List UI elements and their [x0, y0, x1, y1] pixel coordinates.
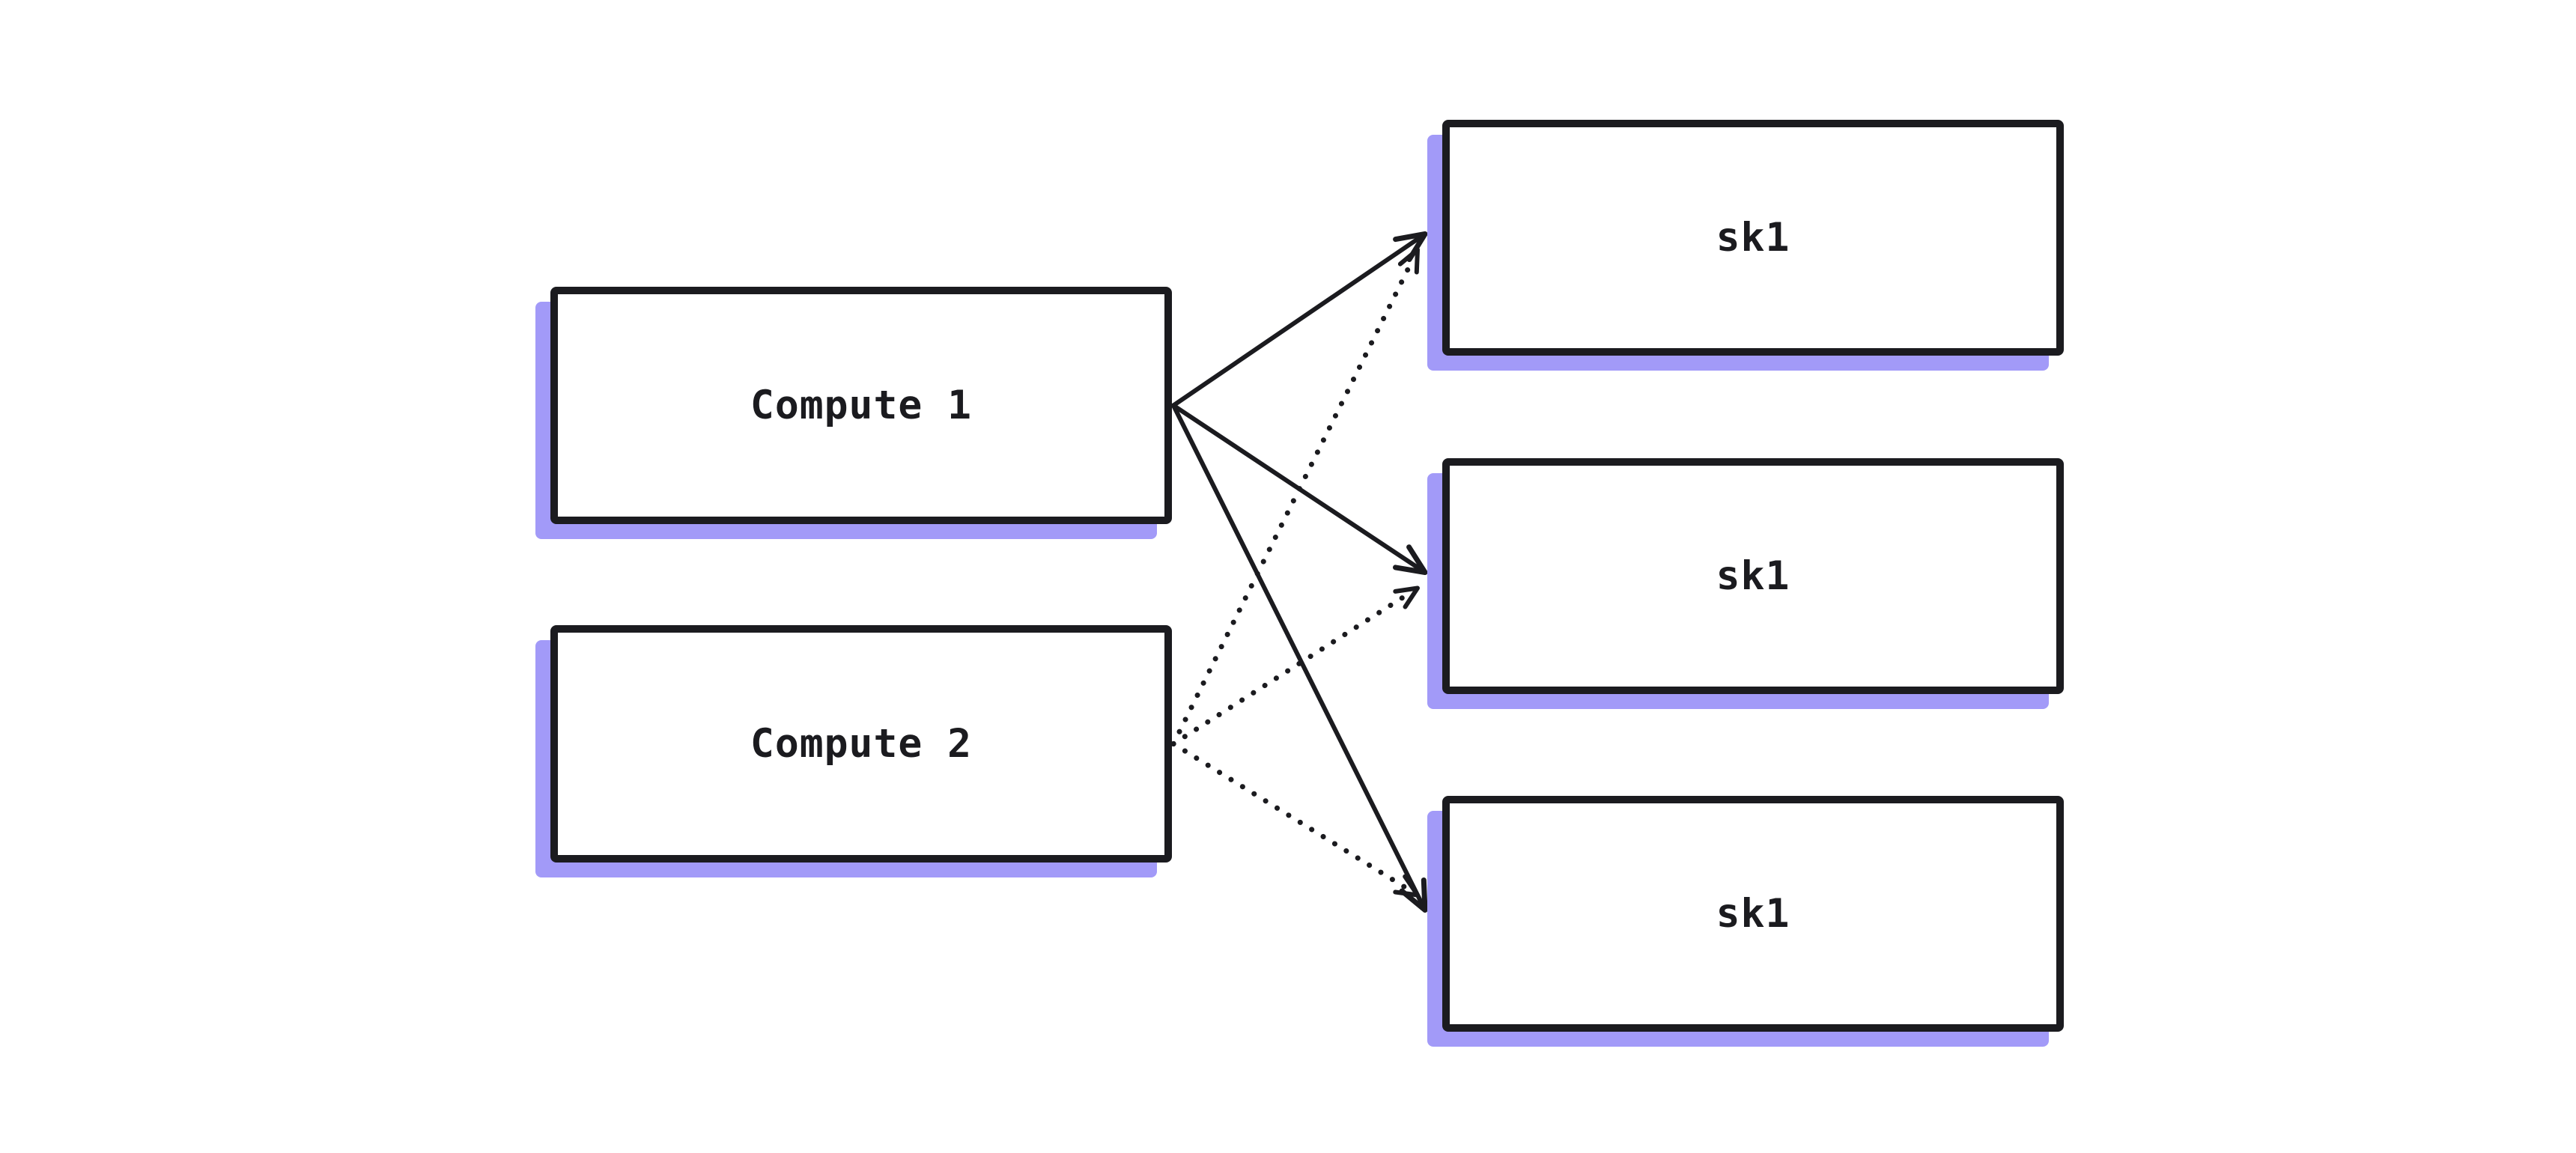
node-label: sk1: [1716, 215, 1790, 261]
node-compute2: Compute 2: [550, 625, 1172, 863]
solid-arrow-line: [1171, 233, 1425, 408]
edge-compute2-to-sk1-b: [1170, 585, 1420, 746]
edge-compute2-to-sk1-a: [1170, 247, 1420, 746]
node-label: sk1: [1716, 553, 1790, 599]
arrowhead-icon: [1393, 585, 1420, 609]
edge-compute1-to-sk1-c: [1171, 403, 1428, 913]
dotted-arrow-line: [1170, 741, 1412, 892]
edge-compute1-to-sk1-a: [1171, 231, 1428, 408]
arrowhead-icon: [1399, 877, 1428, 913]
node-sk1-a: sk1: [1442, 120, 2064, 356]
node-label: sk1: [1716, 891, 1790, 937]
dotted-arrow-line: [1170, 256, 1416, 746]
node-sk1-b: sk1: [1442, 458, 2064, 694]
arrowhead-icon: [1393, 874, 1420, 898]
dotted-arrow-line: [1170, 591, 1412, 746]
arrowhead-icon: [1393, 544, 1428, 575]
node-label: Compute 2: [750, 721, 973, 767]
solid-arrow-line: [1171, 403, 1427, 910]
node-compute1: Compute 1: [550, 287, 1172, 524]
node-sk1-c: sk1: [1442, 796, 2064, 1032]
arrowhead-icon: [1397, 247, 1420, 275]
edge-compute2-to-sk1-c: [1170, 741, 1420, 898]
node-label: Compute 1: [750, 383, 973, 428]
